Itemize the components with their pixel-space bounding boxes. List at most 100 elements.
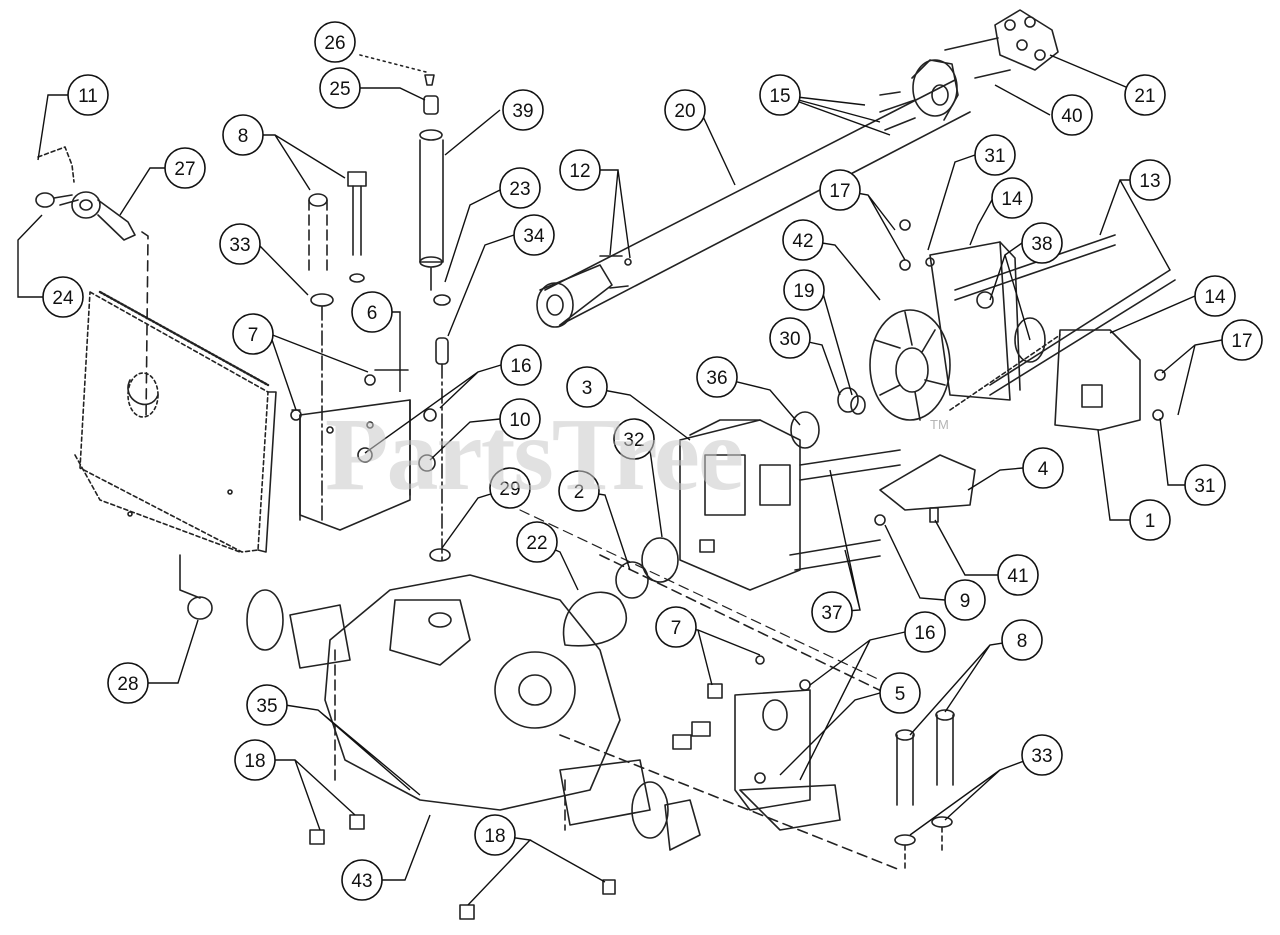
callout-27: 27 — [164, 147, 206, 189]
callout-label: 1 — [1145, 511, 1156, 532]
callout-circle — [499, 398, 541, 440]
callout-18: 18 — [474, 814, 516, 856]
callout-circle — [164, 147, 206, 189]
callout-circle — [558, 470, 600, 512]
callout-26: 26 — [314, 21, 356, 63]
callout-label: 33 — [1031, 746, 1052, 767]
control-arm — [874, 454, 976, 526]
callout-label: 28 — [117, 674, 138, 695]
callout-label: 29 — [499, 479, 520, 500]
callout-15: 15 — [759, 74, 801, 116]
callout-circle — [1194, 275, 1236, 317]
callout-24: 24 — [42, 276, 84, 318]
callout-label: 38 — [1031, 234, 1052, 255]
callout-38: 38 — [1021, 222, 1063, 264]
hydro-pump — [562, 387, 901, 647]
callout-label: 23 — [509, 179, 530, 200]
drive-shaft — [536, 79, 971, 328]
callout-label: 15 — [769, 86, 790, 107]
guard-panel — [74, 290, 277, 553]
callout-30: 30 — [769, 317, 811, 359]
callout-circle — [759, 74, 801, 116]
callout-21: 21 — [1124, 74, 1166, 116]
callout-1: 1 — [1129, 499, 1171, 541]
callout-label: 31 — [984, 146, 1005, 167]
callout-label: 7 — [248, 325, 259, 346]
callout-32: 32 — [613, 418, 655, 460]
callout-circle — [1129, 499, 1171, 541]
callout-label: 26 — [324, 33, 345, 54]
callout-circle — [516, 521, 558, 563]
callout-label: 18 — [244, 751, 265, 772]
callout-label: 24 — [52, 288, 74, 309]
callout-circle — [1184, 464, 1226, 506]
callout-23: 23 — [499, 167, 541, 209]
callout-circle — [696, 356, 738, 398]
callout-22: 22 — [516, 521, 558, 563]
callout-31: 31 — [1184, 464, 1226, 506]
callout-33: 33 — [219, 223, 261, 265]
callout-circle — [502, 89, 544, 131]
callout-label: 17 — [829, 181, 850, 202]
callout-circle — [474, 814, 516, 856]
callout-circle — [1051, 94, 1093, 136]
callout-29: 29 — [489, 467, 531, 509]
callout-12: 12 — [559, 149, 601, 191]
callout-circle — [232, 313, 274, 355]
callout-circle — [319, 67, 361, 109]
callout-circle — [1129, 159, 1171, 201]
callout-label: 14 — [1001, 189, 1023, 210]
callout-3: 3 — [566, 366, 608, 408]
callout-label: 36 — [706, 368, 727, 389]
callout-40: 40 — [1051, 94, 1093, 136]
callout-label: 42 — [792, 231, 813, 252]
callout-label: 34 — [523, 226, 545, 247]
callout-label: 21 — [1134, 86, 1155, 107]
callout-17: 17 — [819, 169, 861, 211]
callout-circle — [944, 579, 986, 621]
callout-18: 18 — [234, 739, 276, 781]
callout-circle — [500, 344, 542, 386]
callout-label: 8 — [1017, 631, 1028, 652]
callout-11: 11 — [67, 74, 109, 116]
callout-14: 14 — [1194, 275, 1236, 317]
callout-circle — [997, 554, 1039, 596]
callout-33: 33 — [1021, 734, 1063, 776]
callout-label: 16 — [510, 356, 531, 377]
callout-circle — [1021, 734, 1063, 776]
callout-circle — [1124, 74, 1166, 116]
callout-31: 31 — [974, 134, 1016, 176]
callout-42: 42 — [782, 219, 824, 261]
callout-17: 17 — [1221, 319, 1263, 361]
callout-10: 10 — [499, 398, 541, 440]
callout-circle — [234, 739, 276, 781]
callout-7: 7 — [655, 606, 697, 648]
callout-37: 37 — [811, 591, 853, 633]
callout-label: 41 — [1007, 566, 1028, 587]
callout-circle — [489, 467, 531, 509]
callout-circle — [664, 89, 706, 131]
callout-25: 25 — [319, 67, 361, 109]
callout-circle — [613, 418, 655, 460]
callout-circle — [513, 214, 555, 256]
callout-2: 2 — [558, 470, 600, 512]
shock-assembly — [359, 54, 451, 561]
callout-13: 13 — [1129, 159, 1171, 201]
callout-label: 14 — [1204, 287, 1226, 308]
callout-label: 18 — [484, 826, 505, 847]
callout-8: 8 — [1001, 619, 1043, 661]
callout-label: 39 — [512, 101, 533, 122]
callout-43: 43 — [341, 859, 383, 901]
callout-34: 34 — [513, 214, 555, 256]
callout-label: 5 — [895, 684, 906, 705]
callout-label: 25 — [329, 79, 350, 100]
callout-label: 4 — [1038, 459, 1049, 480]
right-bracket — [899, 219, 1176, 431]
callout-circle — [314, 21, 356, 63]
callout-label: 16 — [914, 623, 935, 644]
callout-label: 9 — [960, 591, 971, 612]
callout-4: 4 — [1022, 447, 1064, 489]
callout-6: 6 — [351, 291, 393, 333]
